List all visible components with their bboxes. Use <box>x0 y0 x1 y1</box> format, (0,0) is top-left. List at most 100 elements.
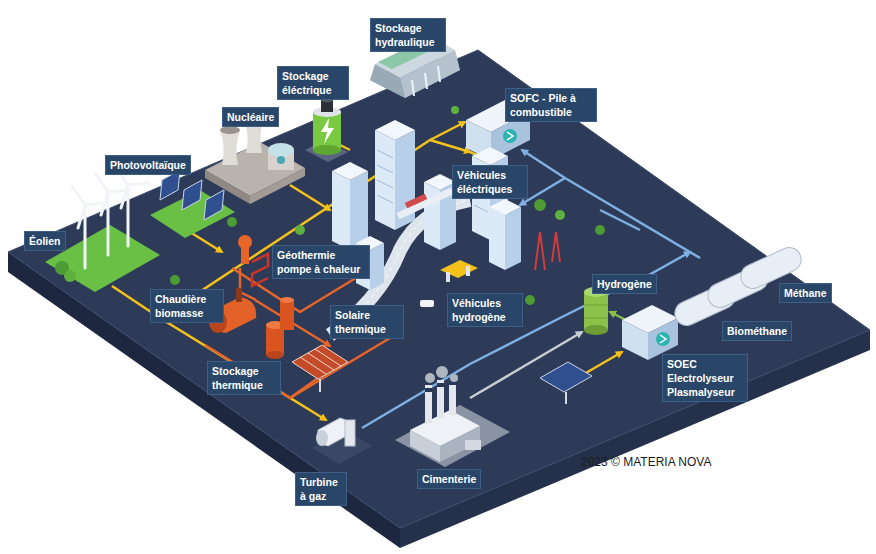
wind-farm <box>84 205 87 268</box>
label-text: Méthane <box>784 286 827 300</box>
pv-panel <box>565 392 567 404</box>
cement-plant <box>425 373 435 383</box>
trees <box>295 225 305 235</box>
city <box>397 188 454 220</box>
label-text: Véhicules hydrogène <box>452 296 518 324</box>
cement-plant <box>425 385 432 423</box>
pv-panel <box>540 362 592 404</box>
energy-flow-lines <box>112 122 700 428</box>
cement-plant <box>437 383 444 387</box>
city <box>440 260 478 278</box>
city <box>489 207 505 270</box>
hydrogen-tank <box>584 325 608 335</box>
energy-flow-lines <box>160 318 326 420</box>
city <box>505 207 521 270</box>
electrolyser-unit <box>656 332 670 346</box>
city <box>472 147 508 165</box>
label-box: SOFC - Pile à combustible <box>505 88 597 122</box>
geothermal-heat-pump <box>241 246 249 264</box>
nuclear-plant <box>220 130 240 165</box>
label-text: Photovoltaïque <box>110 158 186 172</box>
label-box: Véhicules hydrogène <box>447 293 523 327</box>
hydrogen-tank <box>584 287 608 335</box>
city <box>420 300 434 307</box>
label-box: Chaudière biomasse <box>150 289 224 323</box>
battery-storage <box>313 112 341 150</box>
label-text: Cimenterie <box>422 472 476 486</box>
hydrogen-tank <box>584 305 608 306</box>
label-box: Biométhane <box>722 321 792 341</box>
nuclear-plant <box>268 143 294 157</box>
fuel-cell-unit <box>503 129 517 143</box>
label-box: Stockage hydraulique <box>370 18 446 52</box>
wind-farm <box>107 192 110 255</box>
wind-farm <box>95 173 108 192</box>
biomass-boiler <box>236 288 242 302</box>
label-box: SOEC Electrolyseur Plasmalyseur <box>662 354 748 402</box>
battery-storage <box>321 118 334 144</box>
city <box>474 205 488 212</box>
pv-panel <box>540 362 592 392</box>
city <box>405 194 427 209</box>
label-box: Stockage thermique <box>207 361 281 395</box>
fuel-cell-unit <box>507 132 513 140</box>
energy-flow-lines <box>190 232 222 252</box>
cement-plant <box>449 385 456 415</box>
city <box>377 150 393 158</box>
label-text: Solaire thermique <box>335 308 399 336</box>
wind-farm <box>121 185 128 208</box>
city <box>350 171 368 250</box>
label-box: Stockage éléctrique <box>277 66 349 100</box>
energy-flow-lines <box>430 122 465 140</box>
city <box>377 195 393 203</box>
wind-farm <box>128 183 149 185</box>
wind-farm <box>101 192 108 215</box>
city <box>446 272 450 282</box>
city <box>540 232 545 270</box>
gas-turbine <box>345 420 355 446</box>
label-text: Stockage thermique <box>212 364 276 392</box>
thermal-storage-tanks <box>266 297 294 359</box>
city <box>555 210 565 220</box>
city <box>552 232 556 262</box>
thermal-storage-tanks <box>280 297 294 303</box>
label-box: Hydrogène <box>592 274 657 294</box>
electrolyser-unit <box>622 320 648 360</box>
energy-flow-lines <box>600 210 640 230</box>
wind-farm <box>127 185 130 246</box>
cement-plant <box>436 366 448 378</box>
trees <box>170 275 180 285</box>
gas-turbine <box>316 430 328 446</box>
trees <box>170 106 605 315</box>
nuclear-plant <box>220 126 240 134</box>
energy-flow-lines <box>290 378 318 398</box>
solar-thermal-panel <box>319 379 321 392</box>
label-text: SOFC - Pile à combustible <box>510 91 592 119</box>
solar-pv-field <box>227 217 237 227</box>
wind-farm <box>72 186 85 205</box>
cement-plant <box>410 430 440 462</box>
electrolyser-unit <box>622 305 678 360</box>
city <box>370 243 384 290</box>
label-text: Turbine à gaz <box>300 475 342 503</box>
hydrogen-tank <box>584 318 608 319</box>
hydro-dam <box>412 80 414 96</box>
label-text: Éolien <box>29 234 61 248</box>
label-text: Biométhane <box>727 324 787 338</box>
trees <box>451 106 459 114</box>
city <box>332 162 368 180</box>
label-box: Éolien <box>24 231 66 251</box>
label-text: Chaudière biomasse <box>155 292 219 320</box>
geothermal-heat-pump <box>240 268 256 300</box>
label-text: Nucléaire <box>227 110 274 124</box>
hydro-dam <box>370 64 405 98</box>
city <box>466 266 470 276</box>
hydrogen-tank <box>584 292 608 330</box>
trees <box>525 295 535 305</box>
city <box>377 180 393 188</box>
city <box>332 171 350 250</box>
label-text: Stockage hydraulique <box>375 21 441 49</box>
solar-thermal-panel <box>300 357 326 374</box>
label-box: Méthane <box>779 283 832 303</box>
copyright-note: 2023 © MATERIA NOVA <box>581 455 711 469</box>
